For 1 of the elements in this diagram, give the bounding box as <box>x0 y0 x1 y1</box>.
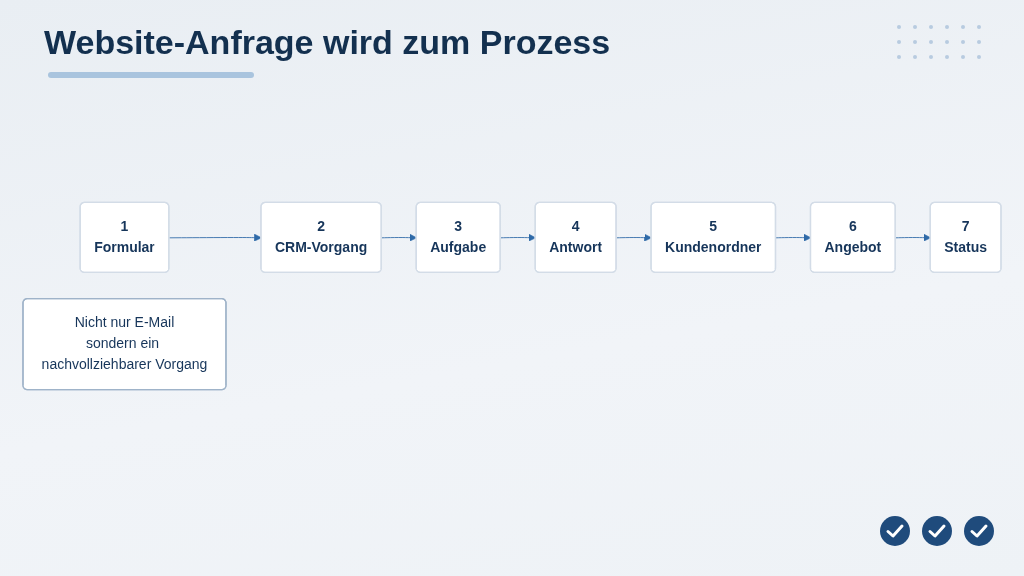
title: Website-Anfrage wird zum Prozess <box>44 22 611 63</box>
